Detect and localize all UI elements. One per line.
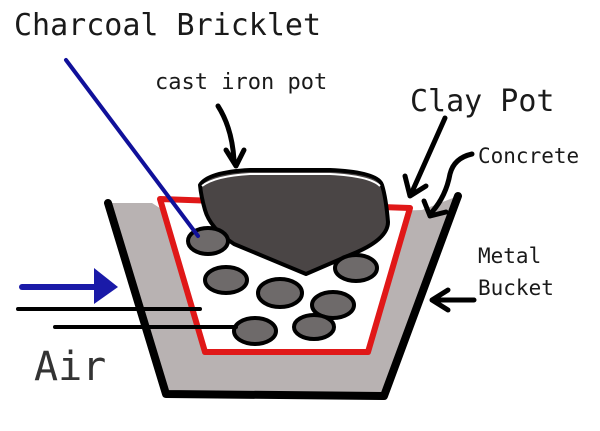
charcoal-bricklet-label: Charcoal Bricklet (14, 8, 322, 43)
concrete-pointer (421, 151, 475, 219)
metal-label: Metal (478, 244, 542, 268)
air-flow-arrow (19, 268, 118, 304)
cast-iron-pot-pointer (215, 103, 247, 169)
metal-bucket-outline (104, 192, 462, 400)
clay-pot-pointer (402, 115, 448, 199)
charcoal-bricklet (292, 313, 336, 341)
clay-pot-label: Clay Pot (410, 84, 555, 119)
air-label: Air (34, 344, 107, 390)
charcoal-bricklets (186, 226, 379, 346)
charcoal-bricklet (232, 316, 278, 346)
metal-bucket-pointer (429, 287, 477, 313)
charcoal-bricklet-pointer (64, 58, 200, 238)
cast-iron-pot (198, 168, 390, 276)
charcoal-bricklet (256, 277, 304, 309)
charcoal-bricklet (310, 290, 356, 320)
cast-iron-pot-label: cast iron pot (155, 70, 328, 95)
bucket-label: Bucket (478, 276, 554, 300)
charcoal-bricklet (333, 253, 379, 283)
charcoal-bricklet (203, 265, 249, 295)
cast-iron-pot-rim (201, 173, 381, 187)
concrete-label: Concrete (478, 144, 580, 168)
